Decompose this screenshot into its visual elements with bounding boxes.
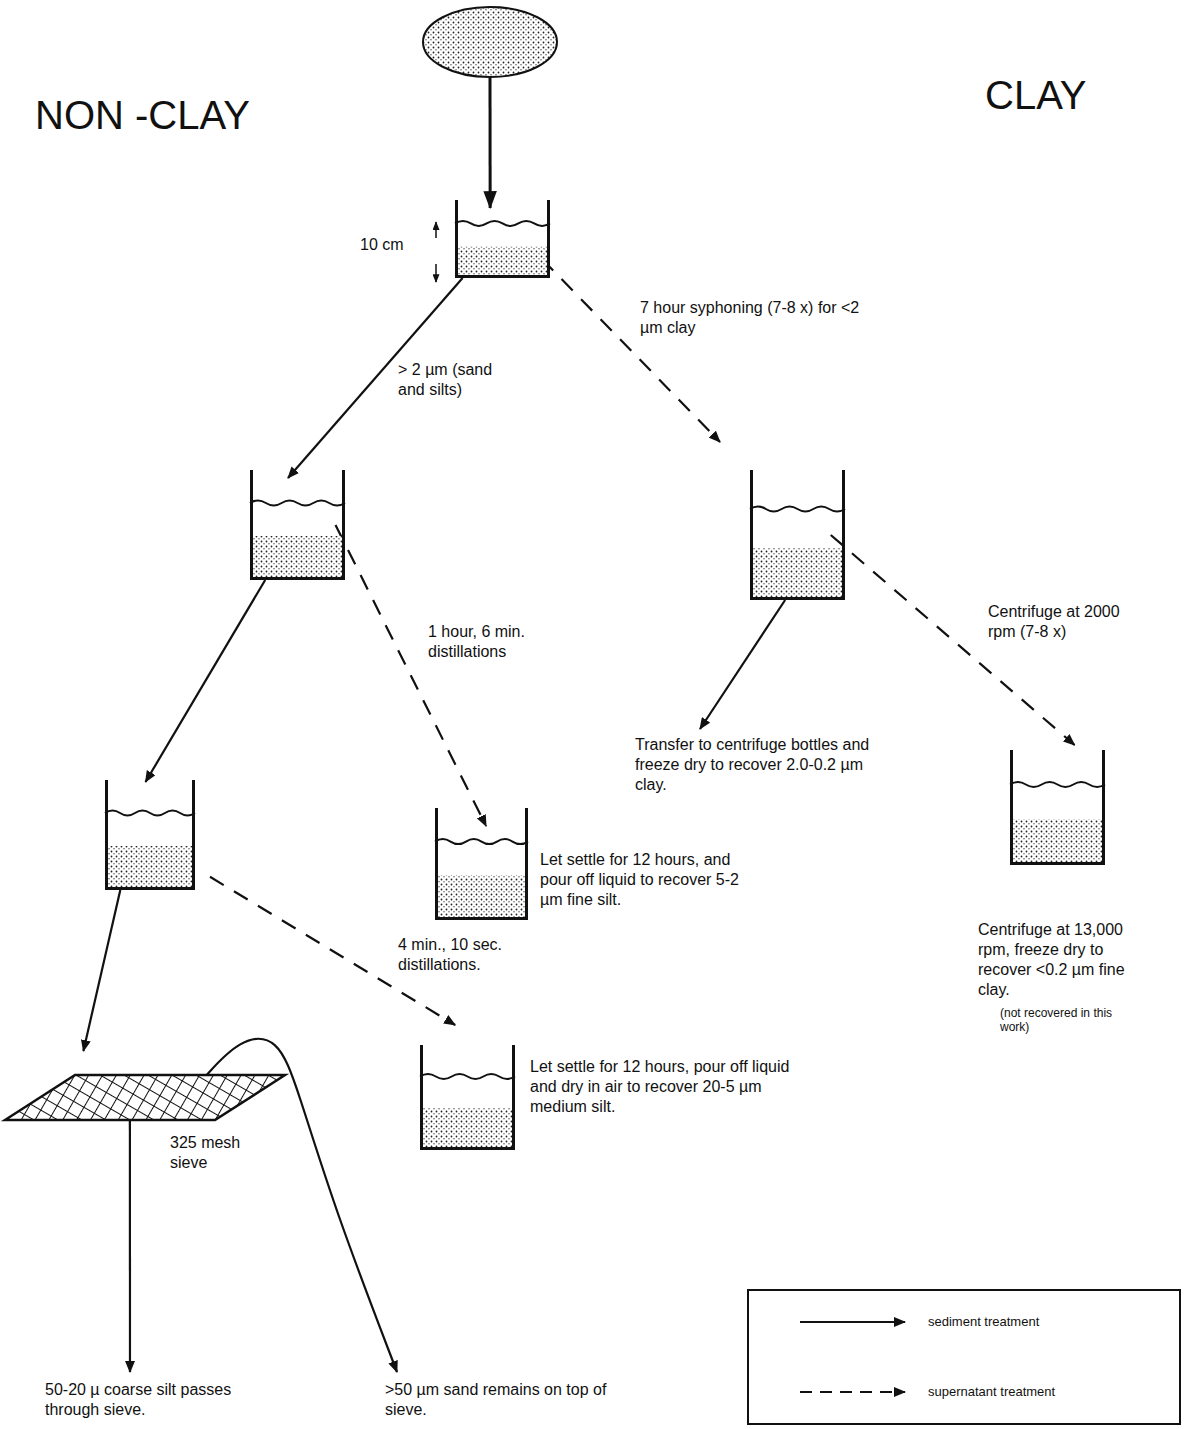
beaker-outline [420, 1045, 515, 1150]
legend-text: sediment treatment [928, 1314, 1039, 1330]
beaker-wall [252, 470, 344, 579]
edge-label: Centrifuge at 2000 rpm (7-8 x) [988, 602, 1138, 642]
legend-sample-line [800, 1391, 905, 1393]
supernatant-arrow [542, 259, 720, 442]
node-text: Transfer to centrifuge bottles and freez… [635, 735, 895, 795]
sediment-arrow [489, 78, 492, 208]
beaker: Let settle for 12 hours, pour off liquid… [420, 1045, 515, 1150]
liquid-surface [105, 811, 195, 816]
node-text: Let settle for 12 hours, and pour off li… [540, 850, 755, 910]
legend-box [748, 1290, 1180, 1424]
beaker-wall [752, 470, 844, 599]
beaker-wall [457, 200, 549, 277]
edge-label: 1 hour, 6 min. distillations [428, 622, 543, 662]
edge-label: 7 hour syphoning (7-8 x) for <2 µm clay [640, 298, 885, 338]
sieve-mesh [5, 1075, 285, 1120]
beaker-outline [105, 780, 195, 890]
supernatant-arrow [336, 525, 487, 826]
sediment-fill [752, 548, 843, 598]
node-text: 325 mesh sieve [170, 1133, 260, 1173]
column-heading: CLAY [985, 72, 1087, 118]
node-text: (not recovered in this work) [1000, 1006, 1130, 1034]
legend-text: supernatant treatment [928, 1384, 1055, 1400]
node-text: 10 cm [360, 235, 430, 255]
dimension-arrow [435, 264, 437, 282]
beaker [750, 470, 845, 600]
sample-oval-outline [422, 6, 558, 78]
beaker-wall [437, 808, 527, 919]
legend-sample-line [800, 1321, 905, 1323]
sieve: 325 mesh sieve [5, 1075, 285, 1120]
sample-ellipse [423, 7, 557, 77]
beaker-outline [1010, 750, 1105, 865]
sieve-outline [5, 1075, 285, 1120]
beaker: Let settle for 12 hours, and pour off li… [435, 808, 528, 920]
dimension-arrow [435, 222, 437, 238]
node-text: 50-20 µ coarse silt passes through sieve… [45, 1380, 275, 1420]
sample-oval [422, 6, 558, 78]
edge-label: > 2 µm (sand and silts) [398, 360, 510, 400]
liquid-surface [420, 1074, 515, 1079]
sediment-arrow [83, 890, 120, 1051]
beaker-outline [750, 470, 845, 600]
node-text: Let settle for 12 hours, pour off liquid… [530, 1057, 820, 1117]
beaker: Centrifuge at 13,000 rpm, freeze dry to … [1010, 750, 1105, 865]
result-text: Transfer to centrifuge bottles and freez… [635, 735, 895, 795]
beaker-wall [107, 780, 194, 889]
result-text: >50 µm sand remains on top of sieve. [385, 1380, 615, 1420]
beaker-outline [455, 200, 550, 278]
node-text: Centrifuge at 13,000 rpm, freeze dry to … [978, 920, 1150, 1000]
sediment-fill [457, 247, 548, 276]
beaker [250, 470, 345, 580]
sediment-fill [422, 1108, 513, 1148]
liquid-surface [455, 221, 550, 226]
liquid-surface [435, 839, 528, 844]
sediment-fill [107, 846, 193, 888]
beaker-wall [1012, 750, 1104, 864]
beaker-wall [422, 1045, 514, 1149]
column-heading: NON -CLAY [35, 92, 250, 138]
sediment-arrow [146, 580, 266, 782]
sediment-fill [1012, 819, 1103, 863]
sediment-arrow [700, 600, 785, 729]
beaker [105, 780, 195, 890]
beaker-outline [250, 470, 345, 580]
sediment-fill [252, 536, 343, 578]
liquid-surface [250, 501, 345, 506]
result-text: 50-20 µ coarse silt passes through sieve… [45, 1380, 275, 1420]
liquid-surface [750, 507, 845, 512]
sediment-arrow [129, 1120, 131, 1372]
node-text: >50 µm sand remains on top of sieve. [385, 1380, 615, 1420]
beaker-outline [435, 808, 528, 920]
edge-label: 4 min., 10 sec. distillations. [398, 935, 518, 975]
liquid-surface [1010, 782, 1105, 787]
beaker: 10 cm [455, 200, 550, 278]
sediment-fill [437, 875, 526, 918]
